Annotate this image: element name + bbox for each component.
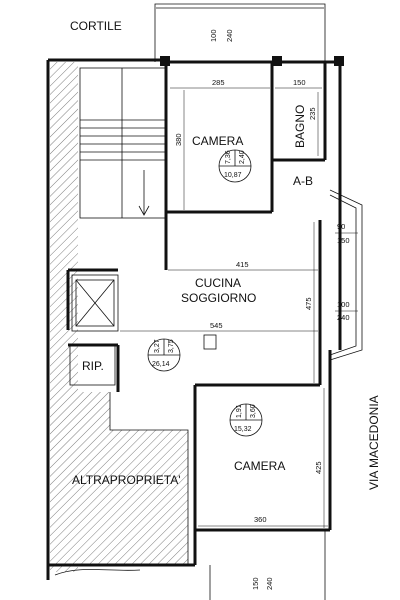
dim-living-width: 545 <box>210 321 223 330</box>
camera-bottom-height-value: 1,91 <box>236 404 243 418</box>
living-width-value: 3,75 <box>168 339 175 353</box>
living-area-value: 26,14 <box>152 361 170 368</box>
camera-top-width-value: 7,36 <box>225 150 232 164</box>
room-camera-bottom: 360 425 CAMERA 1,91 3,60 15,32 <box>193 385 328 565</box>
dim-right-window-a: 100 <box>337 300 350 309</box>
bay-window: 90 150 100 240 <box>329 189 363 361</box>
living-height-value: 3,27 <box>154 339 161 353</box>
camera-top-label: CAMERA <box>192 134 243 148</box>
bagno-label: BAGNO <box>293 105 307 148</box>
dim-kitchen-width: 415 <box>236 260 249 269</box>
room-bagno: 150 235 BAGNO A-B <box>272 62 327 188</box>
dim-bagno-width: 150 <box>293 78 306 87</box>
dim-bottom-balcony-a: 150 <box>251 577 260 590</box>
dim-bay-b: 150 <box>337 236 350 245</box>
dim-top-balcony-b: 240 <box>225 29 234 42</box>
dim-bay-a: 90 <box>337 222 345 231</box>
room-camera-top: 285 380 CAMERA 7,36 2,40 10,87 <box>164 62 274 215</box>
staircase <box>79 67 167 219</box>
camera-top-area-value: 10,87 <box>224 172 242 179</box>
dim-kitchen-height: 475 <box>304 297 313 310</box>
kitchen-label-line1: CUCINA <box>195 276 241 290</box>
dim-camera-top-height: 380 <box>174 133 183 146</box>
camera-bottom-width-value: 3,60 <box>250 404 257 418</box>
kitchen-label-line2: SOGGIORNO <box>181 291 256 305</box>
elevator <box>71 274 119 332</box>
dim-right-window-b: 240 <box>337 313 350 322</box>
bottom-balcony: 150 240 <box>54 530 326 600</box>
courtyard-label: CORTILE <box>70 19 122 33</box>
top-balcony: 100 240 <box>154 3 326 62</box>
camera-bottom-area-value: 15,32 <box>234 426 252 433</box>
dim-camera-top-width: 285 <box>212 78 225 87</box>
dim-bottom-balcony-b: 240 <box>265 577 274 590</box>
outer-walls <box>46 56 344 580</box>
storage-label: RIP. <box>82 359 104 373</box>
street-label: VIA MACEDONIA <box>367 395 381 490</box>
ab-label: A-B <box>293 174 313 188</box>
dim-top-balcony-a: 100 <box>209 29 218 42</box>
dim-camera-bottom-width: 360 <box>254 515 267 524</box>
dim-camera-bottom-height: 425 <box>314 461 323 474</box>
camera-top-height-value: 2,40 <box>239 150 246 164</box>
other-property: ALTRAPROPRIETA' <box>72 392 189 565</box>
camera-bottom-label: CAMERA <box>234 459 285 473</box>
room-ripostiglio: RIP. <box>69 344 116 386</box>
room-cucina-soggiorno: 415 475 CUCINA SOGGIORNO 545 3,27 3,75 2… <box>66 215 322 392</box>
dim-bagno-height: 235 <box>308 107 317 120</box>
neighbour-strip-left <box>50 62 78 572</box>
other-property-label: ALTRAPROPRIETA' <box>72 473 181 487</box>
